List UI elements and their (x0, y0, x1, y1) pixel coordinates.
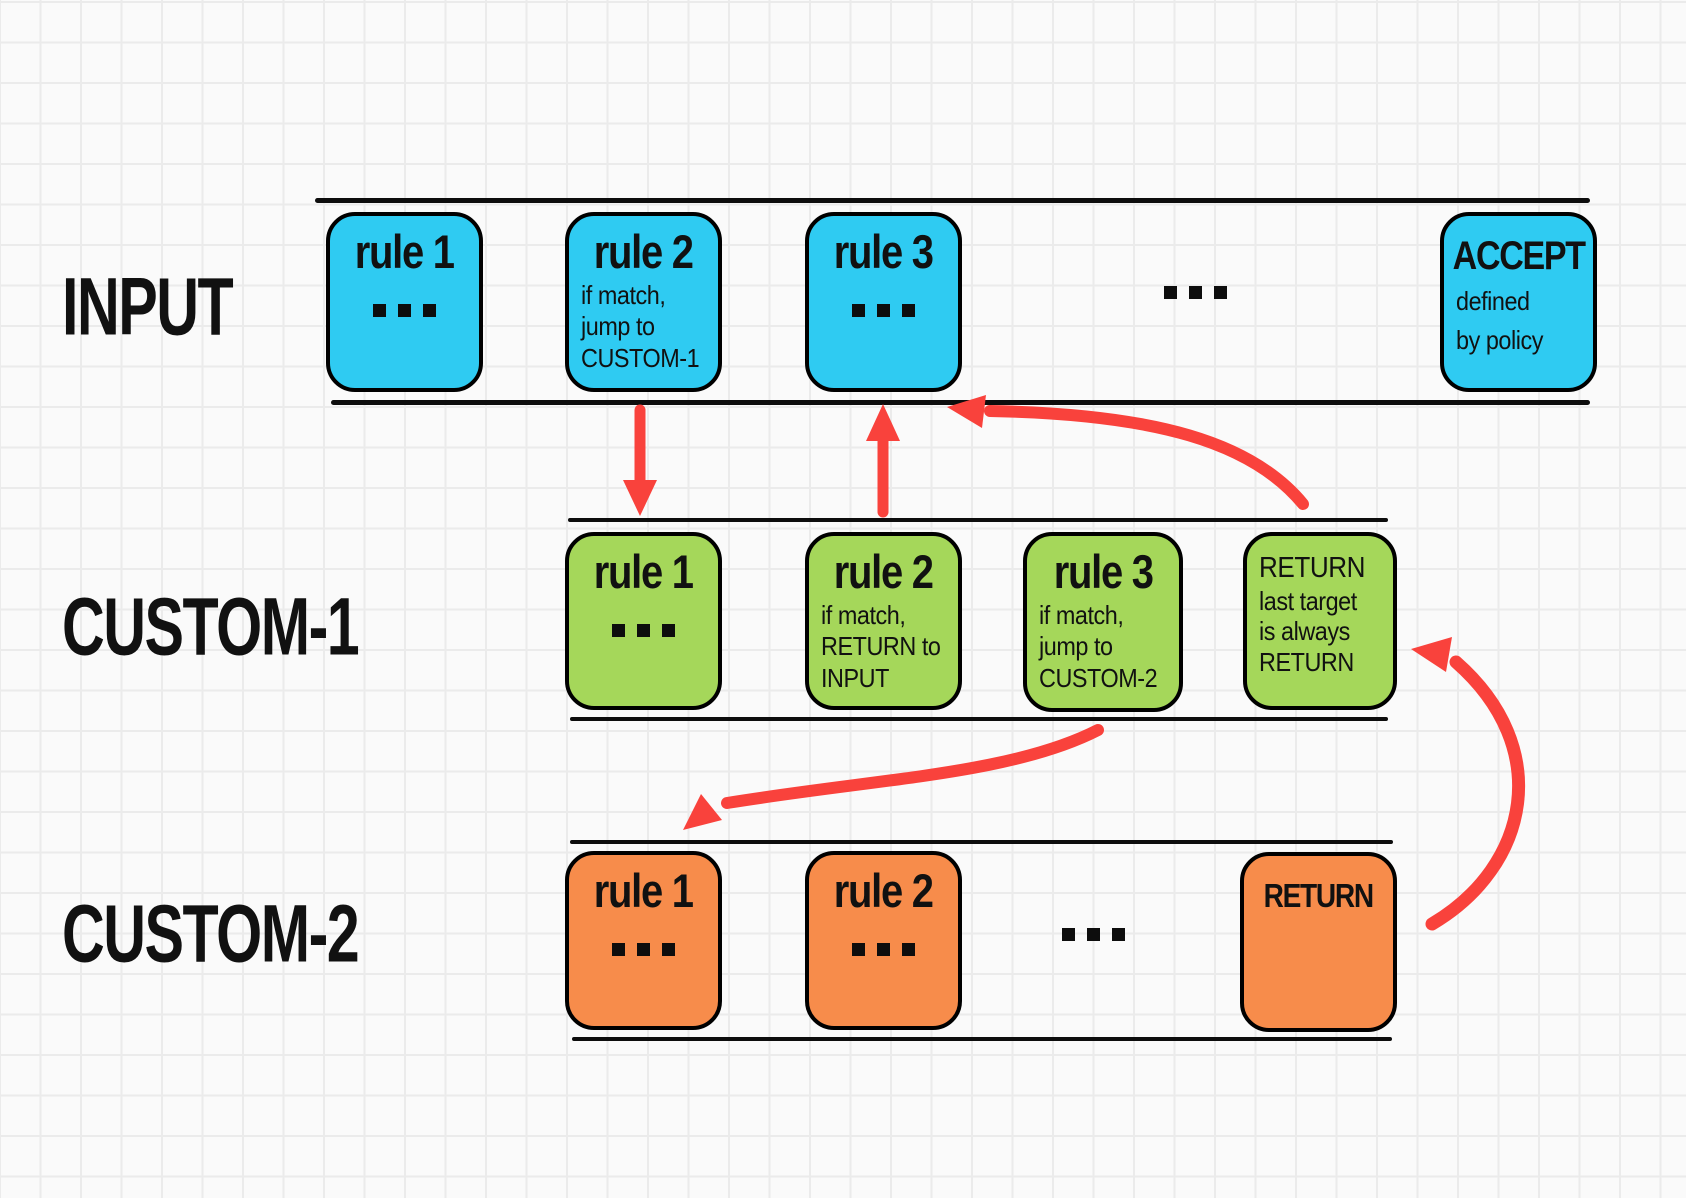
custom1-return-box: RETURN last target is always RETURN (1243, 532, 1397, 710)
custom1-rule1-box: rule 1 (565, 532, 722, 710)
custom2-return-box: RETURN (1240, 852, 1397, 1032)
subtext-line: RETURN (1259, 646, 1354, 677)
subtext-line: is always (1259, 616, 1350, 647)
box-subtext: defined by policy (1456, 282, 1543, 360)
ellipsis-dots (852, 303, 915, 317)
ellipsis-dots (612, 623, 675, 637)
box-title: rule 2 (834, 864, 934, 917)
arrow-return-from-custom1 (947, 395, 1309, 510)
custom1-rule3-box: rule 3 if match, jump to CUSTOM-2 (1023, 532, 1183, 712)
custom1-chain-top-line (568, 518, 1388, 522)
box-title: ACCEPT (1452, 234, 1585, 278)
input-gap-ellipsis (1164, 286, 1227, 299)
input-chain-bottom-line (331, 400, 1590, 405)
input-chain-top-line (315, 198, 1590, 203)
chain-label-custom2: CUSTOM-2 (62, 887, 360, 979)
subtext-line: by policy (1456, 325, 1543, 355)
box-subtext: RETURN last target is always RETURN (1259, 552, 1366, 677)
box-title: rule 1 (594, 545, 694, 598)
custom2-chain-top-line (570, 840, 1393, 844)
input-rule1-box: rule 1 (326, 212, 483, 392)
ellipsis-dots (852, 942, 915, 956)
box-subtext: if match, jump to CUSTOM-2 (1039, 599, 1158, 695)
custom2-chain-bottom-line (572, 1037, 1392, 1041)
box-title: rule 1 (594, 864, 694, 917)
subtext-line: if match, (1039, 599, 1124, 630)
chain-label-custom1: CUSTOM-1 (62, 580, 360, 672)
subtext-line: if match, (821, 599, 906, 630)
subtext-line: jump to (1039, 631, 1113, 662)
box-title: rule 3 (834, 225, 934, 278)
input-accept-box: ACCEPT defined by policy (1440, 212, 1597, 392)
ellipsis-dots (373, 303, 436, 317)
custom2-rule2-box: rule 2 (805, 851, 962, 1030)
chain-label-input: INPUT (62, 260, 234, 352)
arrow-return-to-input (866, 404, 900, 518)
custom2-gap-ellipsis (1062, 928, 1125, 941)
custom1-chain-bottom-line (570, 717, 1388, 721)
box-title: RETURN (1263, 877, 1374, 914)
box-title: rule 2 (594, 225, 694, 278)
box-subtext: if match, jump to CUSTOM-1 (581, 279, 700, 375)
subtext-line: if match, (581, 279, 666, 310)
subtext-line: INPUT (821, 663, 889, 694)
subtext-line: last target (1259, 585, 1357, 616)
subtext-line: CUSTOM-2 (1039, 663, 1158, 694)
subtext-line: jump to (581, 311, 655, 342)
input-rule2-box: rule 2 if match, jump to CUSTOM-1 (565, 212, 722, 392)
subtext-line: RETURN to (821, 631, 941, 662)
box-subtext: if match, RETURN to INPUT (821, 599, 941, 695)
arrow-jump-to-custom1 (623, 404, 657, 516)
subtext-line: RETURN (1259, 552, 1366, 584)
subtext-line: defined (1456, 286, 1530, 316)
custom2-rule1-box: rule 1 (565, 851, 722, 1030)
box-title: rule 1 (355, 225, 455, 278)
arrow-return-from-custom2 (1411, 637, 1526, 931)
ellipsis-dots (612, 942, 675, 956)
arrow-jump-to-custom2 (683, 724, 1104, 830)
custom1-rule2-box: rule 2 if match, RETURN to INPUT (805, 532, 962, 710)
box-title: rule 2 (834, 545, 934, 598)
input-rule3-box: rule 3 (805, 212, 962, 392)
subtext-line: CUSTOM-1 (581, 343, 700, 374)
box-title: rule 3 (1053, 545, 1154, 598)
